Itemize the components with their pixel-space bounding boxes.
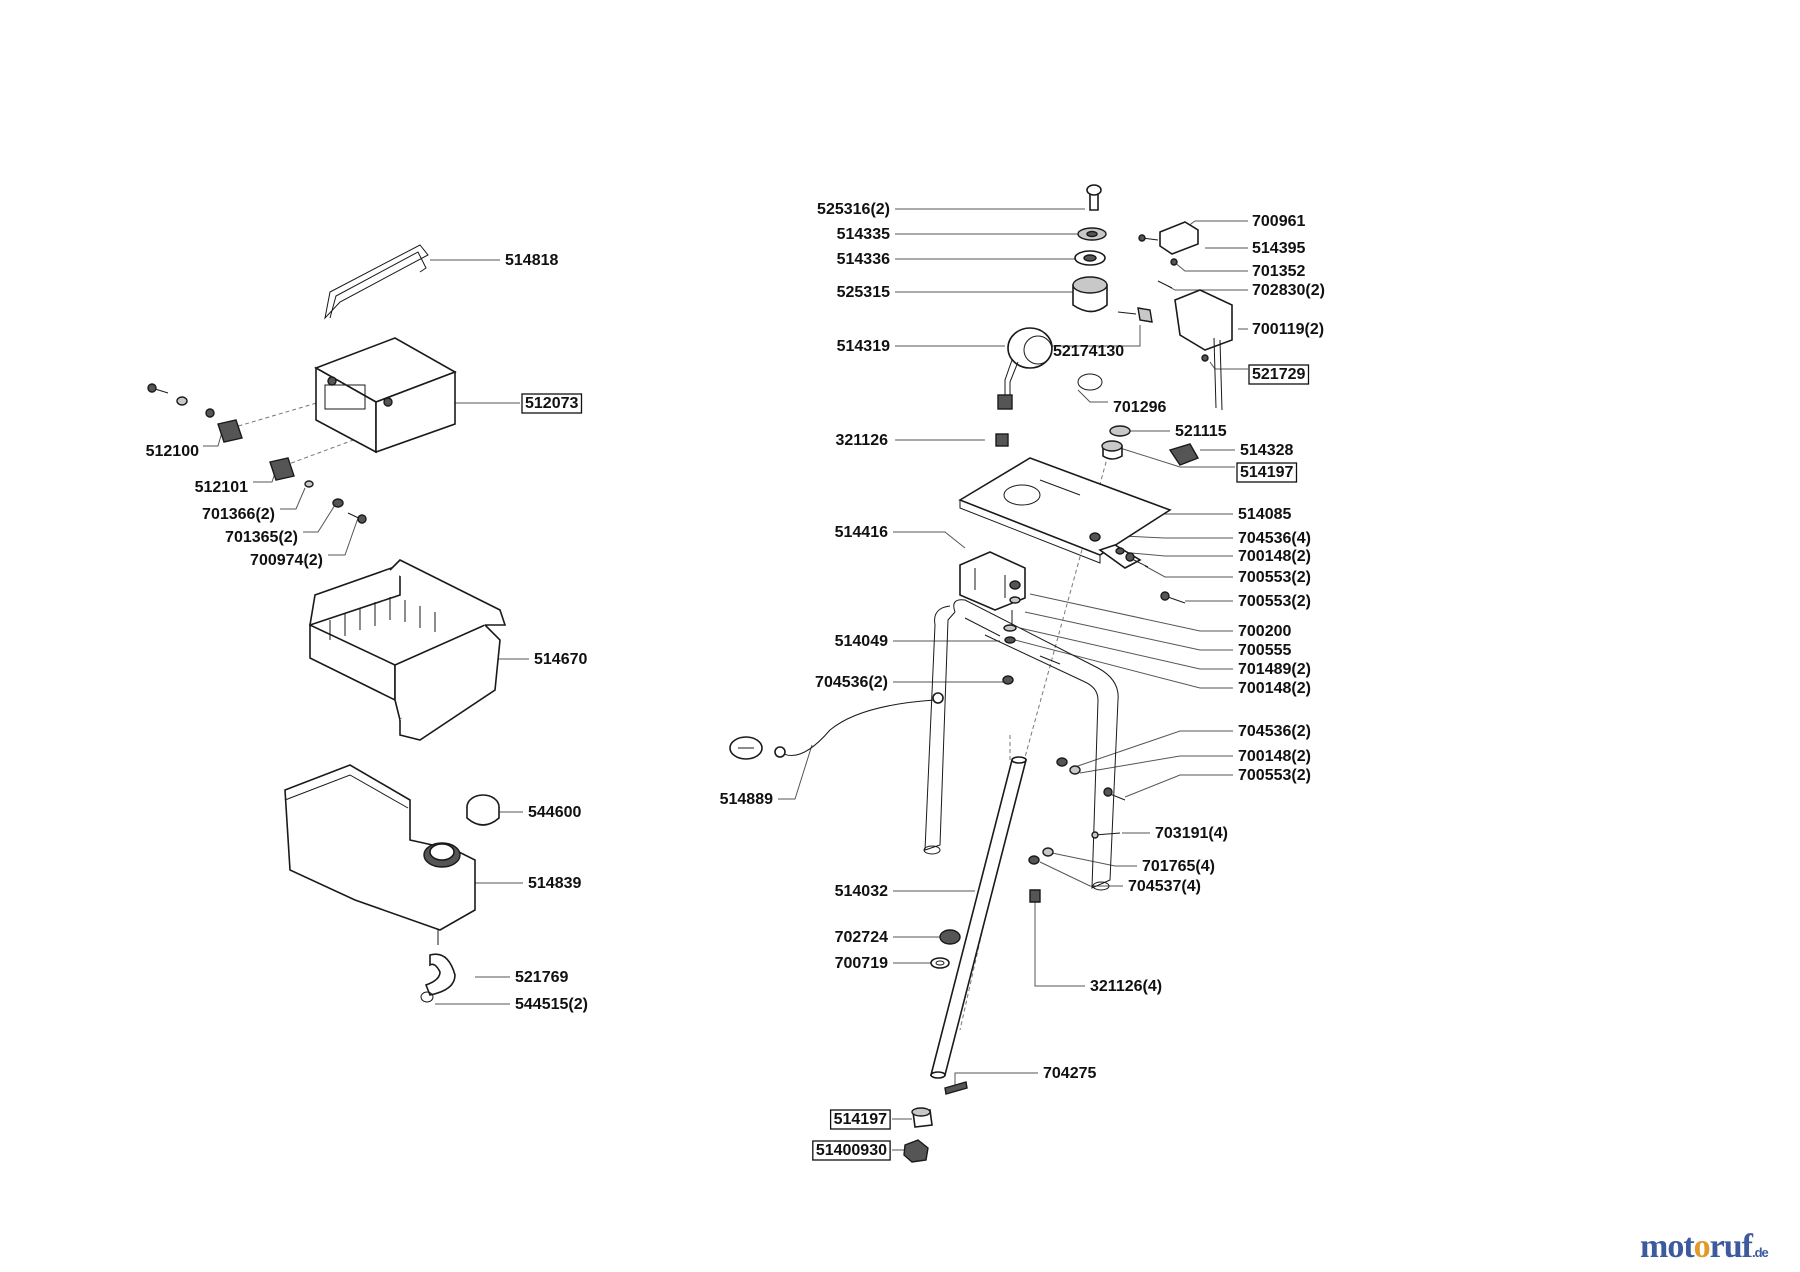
- part-label-704536a: 704536(2): [815, 674, 888, 691]
- part-label-52174130: 52174130: [1053, 343, 1124, 360]
- part-battery-tray-514670: [308, 559, 507, 741]
- part-label-701366: 701366(2): [202, 506, 275, 523]
- part-knob-514197: [903, 1107, 933, 1163]
- logo-part-2: o: [1693, 1228, 1711, 1265]
- part-bracket-52174130: [1117, 307, 1153, 323]
- part-nut-702724: [930, 929, 961, 969]
- part-label-514416: 514416: [835, 524, 888, 541]
- part-label-700719: 700719: [835, 955, 888, 972]
- part-label-512073: 512073: [525, 395, 578, 412]
- part-bracket-514416: [959, 551, 1026, 611]
- part-handle-frame-514049: [923, 599, 1119, 891]
- part-buzzer-514319: [997, 327, 1053, 410]
- part-label-704536x4: 704536(4): [1238, 530, 1311, 547]
- part-label-525316: 525316(2): [817, 201, 890, 218]
- part-label-514085: 514085: [1238, 506, 1291, 523]
- logo-part-1: mot: [1640, 1228, 1695, 1265]
- part-ignition-switch-525315: [1072, 184, 1108, 313]
- part-strap-514818: [324, 244, 429, 320]
- part-number-labels: 514818 512073 512100 512101 701366(2) 701365(…: [146, 201, 1325, 1161]
- part-label-701296: 701296: [1113, 399, 1166, 416]
- part-label-514889: 514889: [720, 791, 773, 808]
- part-label-514197a: 514197: [1240, 464, 1293, 481]
- part-label-521729: 521729: [1252, 366, 1305, 383]
- part-fasteners-lower: [1028, 757, 1126, 903]
- part-plate-521729: [1157, 280, 1233, 411]
- part-ground-cable-514889: [729, 692, 944, 760]
- motoruf-logo: motoruf.de: [1640, 1228, 1769, 1266]
- part-label-544600: 544600: [528, 804, 581, 821]
- part-label-521769: 521769: [515, 969, 568, 986]
- part-label-321126x4: 321126(4): [1090, 978, 1162, 995]
- part-label-700200: 700200: [1238, 623, 1291, 640]
- part-label-700555: 700555: [1238, 642, 1291, 659]
- part-label-701765: 701765(4): [1142, 858, 1215, 875]
- part-switch-514395: [1138, 221, 1199, 266]
- part-clip-321126: [995, 433, 1009, 447]
- part-fasteners-plate: [1002, 532, 1186, 685]
- part-label-700148c: 700148(2): [1238, 748, 1311, 765]
- part-label-514839: 514839: [528, 875, 581, 892]
- part-label-704537: 704537(4): [1128, 878, 1201, 895]
- part-label-321126: 321126: [835, 432, 888, 449]
- part-pin-704275: [944, 1081, 968, 1095]
- part-label-box-51400930: [812, 1140, 891, 1161]
- part-label-521115: 521115: [1175, 423, 1227, 440]
- part-terminals-512100-512101: [147, 383, 367, 524]
- part-label-704536b: 704536(2): [1238, 723, 1311, 740]
- part-fuel-tank-514839: [284, 764, 476, 945]
- part-label-514049: 514049: [835, 633, 888, 650]
- part-label-700961: 700961: [1252, 213, 1305, 230]
- part-label-704275: 704275: [1043, 1065, 1096, 1082]
- part-label-700553b: 700553(2): [1238, 593, 1311, 610]
- part-bushing-514328: [1101, 425, 1200, 466]
- part-label-514670: 514670: [534, 651, 587, 668]
- part-label-703191: 703191(4): [1155, 825, 1228, 842]
- part-label-514335: 514335: [837, 226, 890, 243]
- part-battery-512073: [314, 337, 457, 454]
- part-hose-521769: [420, 953, 456, 1003]
- part-label-box-514197b: [829, 1109, 891, 1130]
- part-label-700148a: 700148(2): [1238, 548, 1311, 565]
- part-label-700553c: 700553(2): [1238, 767, 1311, 784]
- part-label-512101: 512101: [195, 479, 248, 496]
- part-label-700119: 700119(2): [1252, 321, 1324, 338]
- part-label-51400930: 51400930: [816, 1142, 887, 1159]
- part-label-514328: 514328: [1240, 442, 1293, 459]
- part-label-701489: 701489(2): [1238, 661, 1311, 678]
- logo-part-3: ruf: [1709, 1228, 1753, 1265]
- part-mounting-plate-514085: [958, 457, 1172, 564]
- part-label-701365: 701365(2): [225, 529, 298, 546]
- part-label-700148b: 700148(2): [1238, 680, 1311, 697]
- logo-tld: .de: [1751, 1245, 1769, 1260]
- part-label-514818: 514818: [505, 252, 558, 269]
- part-shaft-514032: [929, 756, 1028, 1079]
- part-label-514336: 514336: [837, 251, 890, 268]
- part-label-544515: 544515(2): [515, 996, 588, 1013]
- part-label-box-514197a: [1236, 462, 1298, 483]
- part-label-512100: 512100: [146, 443, 199, 460]
- part-ring-701296: [1077, 373, 1103, 391]
- part-cap-544600: [466, 794, 500, 826]
- part-label-514319: 514319: [837, 338, 890, 355]
- part-label-702830: 702830(2): [1252, 282, 1325, 299]
- part-label-701352: 701352: [1252, 263, 1305, 280]
- part-label-514032: 514032: [835, 883, 888, 900]
- part-label-525315: 525315: [837, 284, 890, 301]
- part-label-702724: 702724: [835, 929, 888, 946]
- part-label-700974: 700974(2): [250, 552, 323, 569]
- part-label-box-512073: [521, 393, 583, 414]
- part-label-box-521729: [1248, 364, 1310, 385]
- part-label-700553a: 700553(2): [1238, 569, 1311, 586]
- part-label-514395: 514395: [1252, 240, 1305, 257]
- part-label-514197b: 514197: [834, 1111, 887, 1128]
